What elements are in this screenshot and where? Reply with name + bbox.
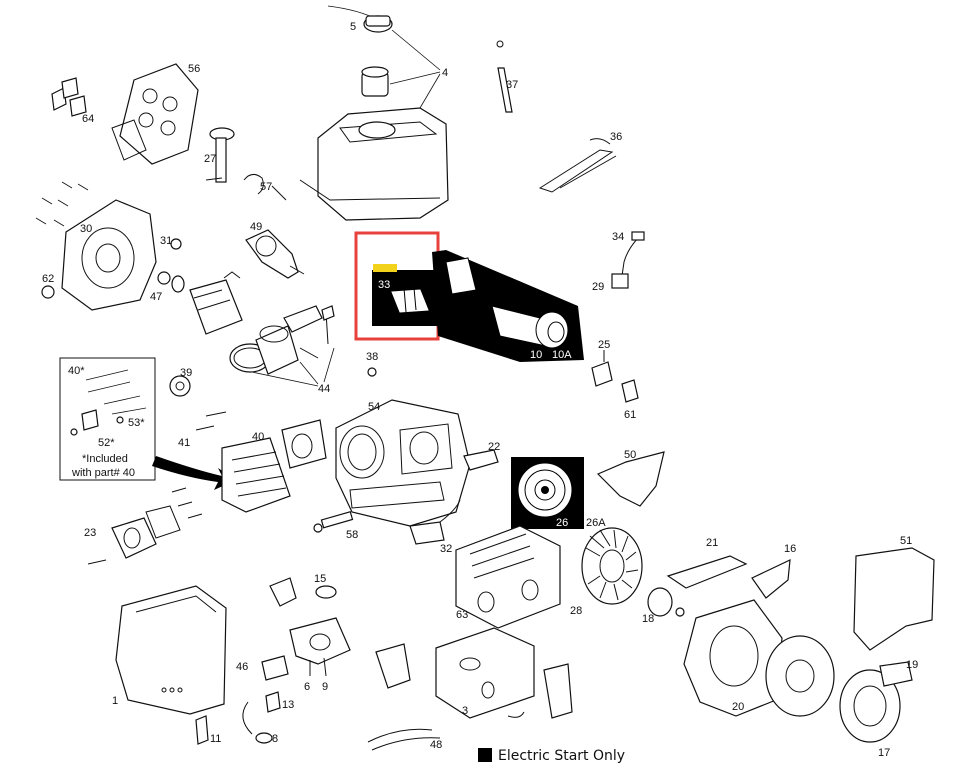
callout-29: 29	[592, 281, 604, 293]
callout-54: 54	[368, 401, 380, 413]
callout-26a: 26A	[586, 517, 606, 529]
highlight-tag	[373, 264, 397, 272]
inset-callout-53: 53*	[128, 417, 145, 429]
muffler-group	[375, 525, 573, 719]
callout-11: 11	[210, 733, 221, 745]
callout-16: 16	[784, 543, 796, 555]
callout-62: 62	[42, 273, 54, 285]
callout-26: 26	[556, 517, 568, 529]
callout-58: 58	[346, 529, 358, 541]
carburetor-group	[87, 505, 441, 751]
governor-group	[313, 449, 499, 545]
callout-36: 36	[610, 131, 622, 143]
callout-49: 49	[250, 221, 262, 233]
inset-callout-40: 40*	[68, 365, 85, 377]
inset-included-parts: 40* 53* 52* *Included with part# 40	[59, 357, 156, 481]
legend-label: Electric Start Only	[498, 748, 625, 764]
callout-47: 47	[150, 291, 162, 303]
callout-28: 28	[570, 605, 582, 617]
callout-25: 25	[598, 339, 610, 351]
callout-57: 57	[260, 181, 272, 193]
callout-10a: 10A	[552, 349, 572, 361]
inset-callout-52: 52*	[98, 437, 115, 449]
callout-31: 31	[160, 235, 172, 247]
fuel-tank-group	[299, 5, 513, 221]
wire-group	[538, 138, 645, 289]
legend: Electric Start Only	[478, 748, 625, 764]
cylinder-head-group	[152, 375, 327, 519]
callout-18: 18	[642, 613, 654, 625]
callout-44: 44	[318, 383, 330, 395]
callout-19: 19	[906, 659, 918, 671]
fan-group	[581, 527, 643, 605]
crankshaft-group	[223, 229, 305, 279]
callout-61: 61	[624, 409, 636, 421]
callout-37: 37	[506, 79, 518, 91]
callout-23: 23	[84, 527, 96, 539]
callout-32: 32	[440, 543, 452, 555]
callout-labels: 5 4 37 56 64 27 57 36 30 31 49 34 29 62 …	[42, 21, 918, 759]
callout-30: 30	[80, 223, 92, 235]
highlighted-part-33: 33	[354, 231, 440, 341]
shroud-group	[596, 451, 935, 651]
callout-48: 48	[430, 739, 442, 751]
callout-13: 13	[282, 699, 294, 711]
callout-39: 39	[180, 367, 192, 379]
callout-10: 10	[530, 349, 542, 361]
callout-3: 3	[462, 705, 468, 717]
callout-38: 38	[366, 351, 378, 363]
callout-8: 8	[272, 733, 278, 745]
flywheel-group: 26 26A	[511, 457, 606, 529]
callout-41: 41	[178, 437, 190, 449]
callout-22: 22	[488, 441, 500, 453]
engine-block-group	[335, 367, 471, 527]
callout-46: 46	[236, 661, 248, 673]
callout-9: 9	[322, 681, 328, 693]
callout-6: 6	[304, 681, 310, 693]
callout-21: 21	[706, 537, 718, 549]
crankcase-cover-group	[35, 181, 185, 311]
legend-swatch	[478, 748, 492, 762]
inset-note-line1: *Included	[82, 453, 128, 465]
callout-1: 1	[112, 695, 118, 707]
callout-51: 51	[900, 535, 912, 547]
callout-40: 40	[252, 431, 264, 443]
callout-20: 20	[732, 701, 744, 713]
callout-63: 63	[456, 609, 468, 621]
fuel-valve-group	[591, 350, 639, 403]
cover-plate-group	[51, 63, 199, 165]
callout-27: 27	[204, 153, 216, 165]
callout-56: 56	[188, 63, 200, 75]
dipstick-group	[205, 127, 287, 201]
callout-4: 4	[442, 67, 448, 79]
callout-33: 33	[378, 279, 390, 291]
recoil-group	[647, 587, 913, 743]
piston-group	[189, 279, 335, 387]
callout-64: 64	[82, 113, 94, 125]
inset-note-line2: with part# 40	[71, 467, 135, 479]
callout-50: 50	[624, 449, 636, 461]
callout-15: 15	[314, 573, 326, 585]
electric-starter-group: 10 10A	[432, 250, 584, 362]
callout-34: 34	[612, 231, 624, 243]
callout-5: 5	[350, 21, 356, 33]
callout-17: 17	[878, 747, 890, 759]
